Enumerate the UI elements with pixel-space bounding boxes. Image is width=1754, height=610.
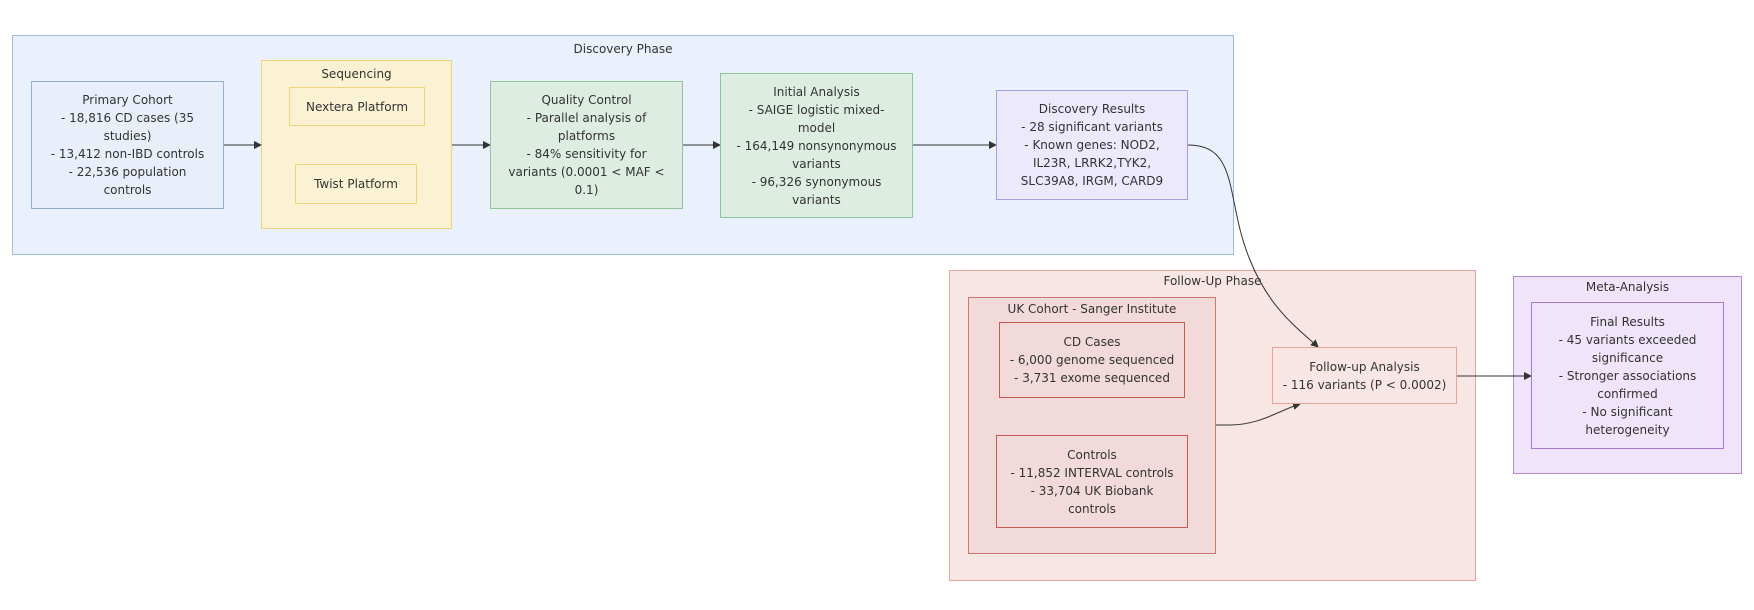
sequencing-title: Sequencing — [321, 67, 392, 81]
node-followup-analysis[interactable]: Follow-up Analysis - 116 variants (P < 0… — [1272, 347, 1457, 404]
node-text: variants (0.0001 < MAF < — [508, 165, 665, 179]
node-text: - Stronger associations — [1558, 368, 1697, 383]
node-text: - 28 significant variants — [1021, 120, 1163, 134]
node-text: SLC39A8, IRGM, CARD9 — [1020, 174, 1164, 188]
node-initial-analysis[interactable]: Initial Analysis - SAIGE logistic mixed-… — [720, 73, 913, 218]
node-text: platforms — [557, 129, 616, 143]
node-primary-cohort[interactable]: Primary Cohort - 18,816 CD cases (35 stu… — [31, 81, 224, 209]
node-final-results[interactable]: Final Results - 45 variants exceeded sig… — [1531, 302, 1724, 449]
node-text: Primary Cohort — [82, 93, 173, 107]
node-text: - 164,149 nonsynonymous — [736, 138, 897, 153]
edge-ukcohort-to-followup — [1216, 402, 1301, 426]
node-text: Final Results — [1590, 314, 1665, 329]
node-text: variants — [792, 192, 841, 207]
node-text: 0.1) — [574, 183, 599, 197]
node-discovery-results[interactable]: Discovery Results - 28 significant varia… — [996, 90, 1188, 200]
node-text: Twist Platform — [314, 177, 398, 191]
node-text: - SAIGE logistic mixed- — [748, 102, 885, 117]
node-text: Initial Analysis — [773, 84, 860, 99]
node-text: Quality Control — [541, 93, 632, 107]
node-text: controls — [1068, 501, 1116, 516]
node-text: Nextera Platform — [305, 99, 409, 114]
node-text: - 6,000 genome sequenced — [1009, 353, 1175, 367]
node-text: - Known genes: NOD2, — [1024, 138, 1160, 152]
node-text: - No significant — [1582, 404, 1673, 419]
node-text: - 11,852 INTERVAL controls — [1010, 465, 1174, 480]
node-text: - Parallel analysis of — [526, 111, 647, 125]
node-text: - 18,816 CD cases (35 — [61, 111, 194, 125]
node-text: - 96,326 synonymous — [751, 174, 882, 189]
node-text: IL23R, LRRK2,TYK2, — [1032, 156, 1152, 170]
node-nextera-platform[interactable]: Nextera Platform — [289, 87, 425, 126]
node-text: variants — [792, 156, 841, 171]
node-text: - 116 variants (P < 0.0002) — [1282, 377, 1447, 392]
node-text: studies) — [103, 129, 152, 143]
node-text: Controls — [1067, 447, 1117, 462]
node-text: heterogeneity — [1585, 422, 1670, 437]
node-text: - 22,536 population — [68, 165, 187, 179]
node-text: CD Cases — [1063, 335, 1121, 349]
edge-results-to-followup — [1187, 144, 1319, 348]
node-text: - 84% sensitivity for — [526, 147, 647, 161]
node-text: - 13,412 non-IBD controls — [50, 147, 205, 161]
node-text: Follow-up Analysis — [1309, 359, 1420, 374]
node-text: - 3,731 exome sequenced — [1014, 371, 1170, 385]
node-quality-control[interactable]: Quality Control - Parallel analysis of p… — [490, 81, 683, 209]
node-text: model — [797, 120, 836, 135]
node-twist-platform[interactable]: Twist Platform — [295, 164, 417, 204]
meta-analysis-title: Meta-Analysis — [1585, 280, 1670, 294]
node-text: - 33,704 UK Biobank — [1030, 483, 1154, 498]
uk-cohort-title: UK Cohort - Sanger Institute — [1007, 302, 1177, 316]
node-text: - 45 variants exceeded — [1558, 332, 1697, 347]
node-text: confirmed — [1597, 386, 1658, 401]
node-cd-cases[interactable]: CD Cases - 6,000 genome sequenced - 3,73… — [999, 322, 1185, 398]
discovery-phase-title: Discovery Phase — [573, 42, 673, 56]
node-text: significance — [1591, 350, 1664, 365]
node-text: controls — [103, 183, 152, 197]
node-text: Discovery Results — [1038, 102, 1146, 116]
followup-phase-title: Follow-Up Phase — [1163, 274, 1262, 288]
node-controls[interactable]: Controls - 11,852 INTERVAL controls - 33… — [996, 435, 1188, 528]
